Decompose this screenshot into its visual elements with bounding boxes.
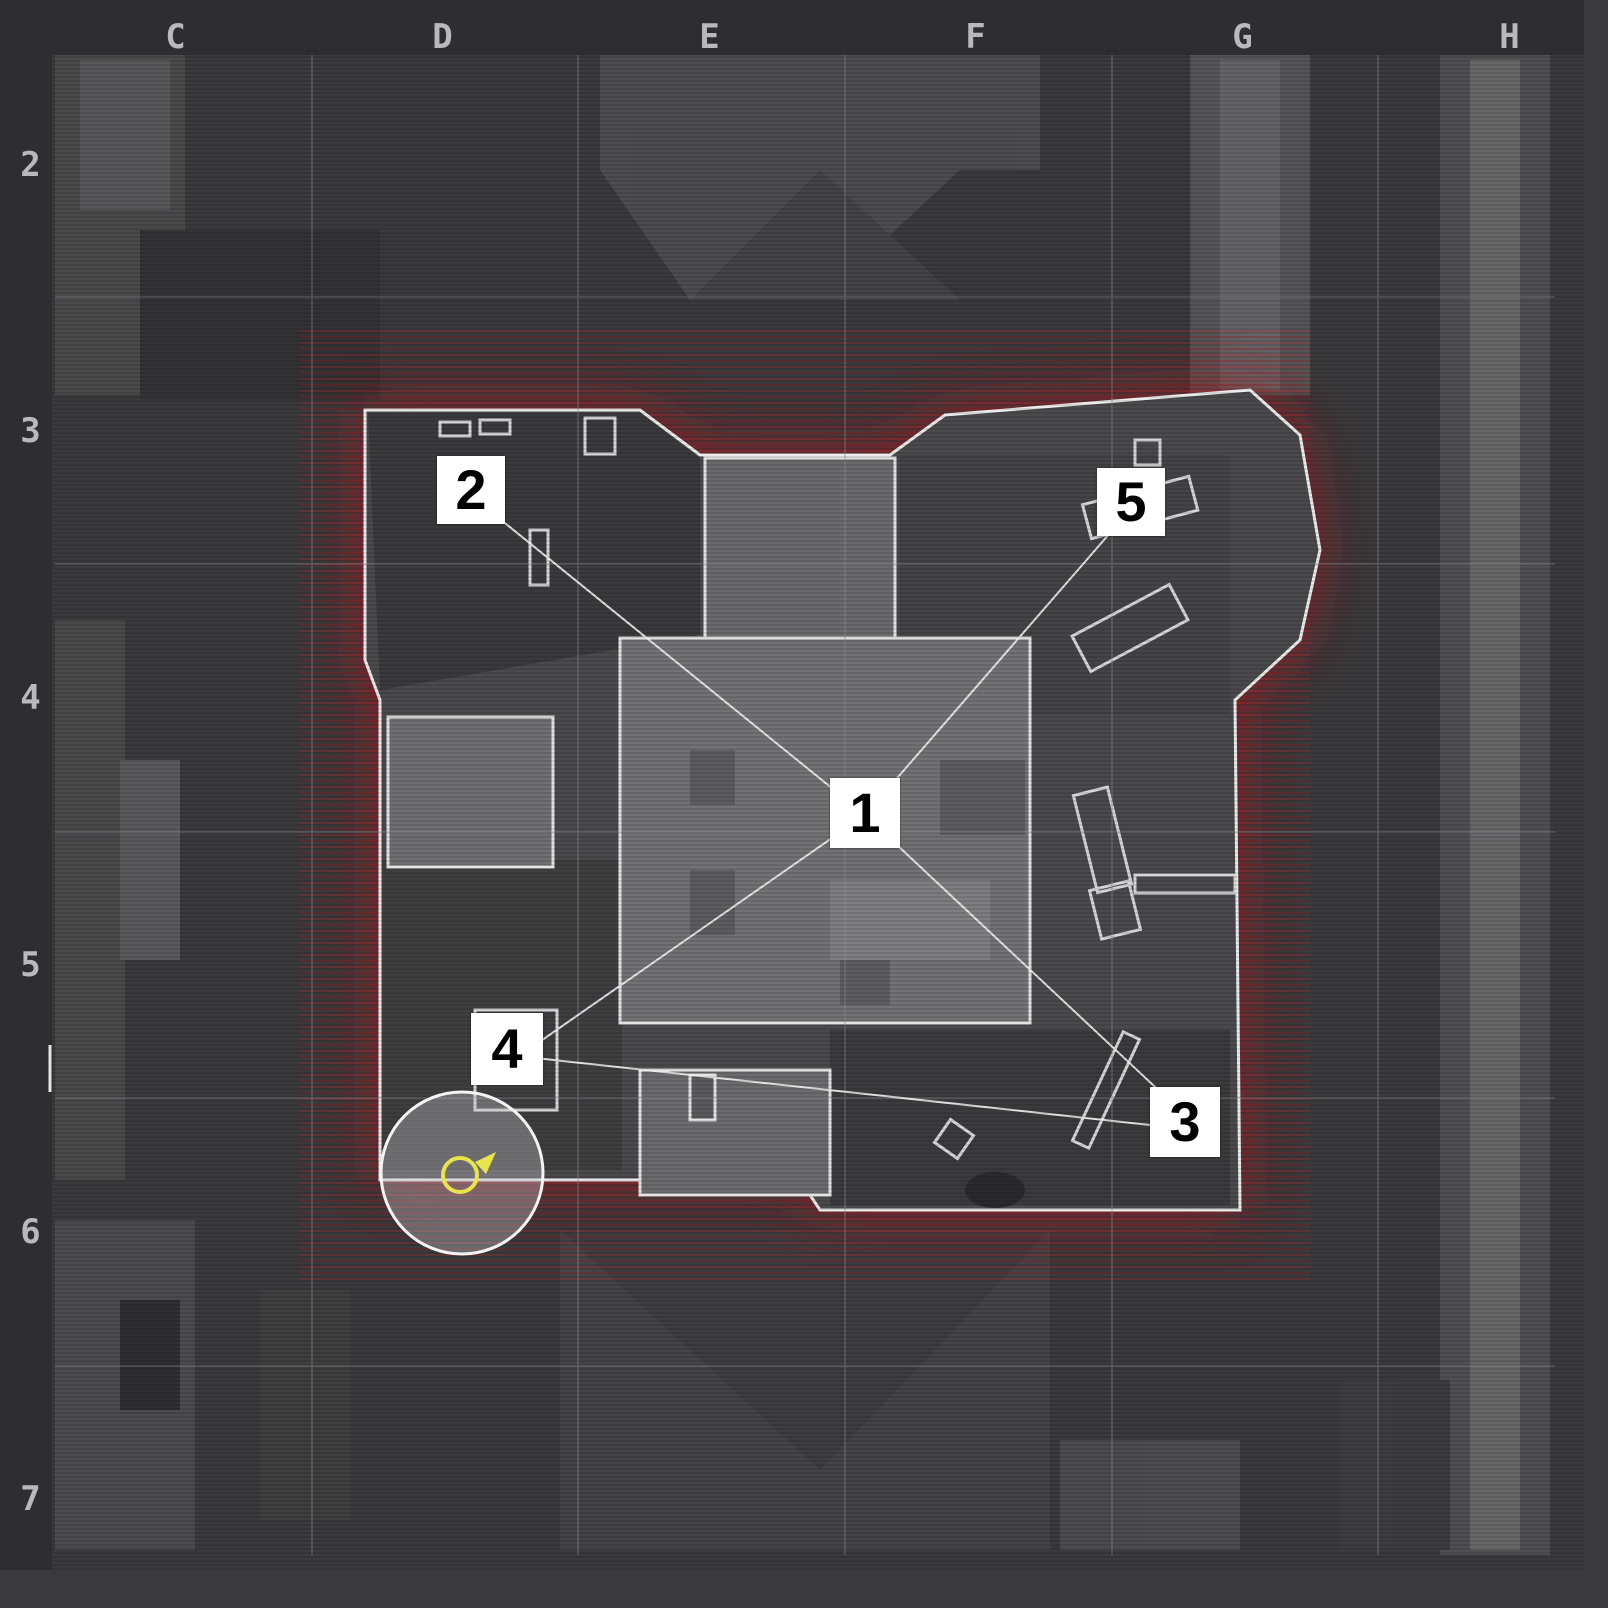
grid-row-label-7: 7 [20, 1479, 42, 1519]
grid-row-label-6: 6 [20, 1212, 42, 1252]
map-marker-1[interactable]: 1 [830, 778, 900, 848]
map-top-ruler [0, 0, 1608, 55]
grid-row-label-4: 4 [20, 678, 42, 718]
grid-column-label-f: F [965, 17, 987, 57]
map-marker-3[interactable]: 3 [1150, 1087, 1220, 1157]
grid-column-label-h: H [1499, 17, 1521, 57]
map-marker-5[interactable]: 5 [1097, 468, 1165, 536]
grid-column-label-c: C [165, 17, 187, 57]
grid-row-label-5: 5 [20, 945, 42, 985]
grid-column-label-g: G [1232, 17, 1254, 57]
grid-row-label-2: 2 [20, 145, 42, 185]
map-marker-4[interactable]: 4 [471, 1013, 543, 1085]
map-marker-2[interactable]: 2 [437, 456, 505, 524]
map-bottom-edge [0, 1570, 1608, 1608]
player-location [379, 1090, 545, 1256]
grid-column-label-e: E [699, 17, 721, 57]
map-right-edge [1584, 0, 1608, 1608]
map-left-ruler [0, 0, 52, 1608]
grid-row-label-3: 3 [20, 411, 42, 451]
grid-column-label-d: D [432, 17, 454, 57]
